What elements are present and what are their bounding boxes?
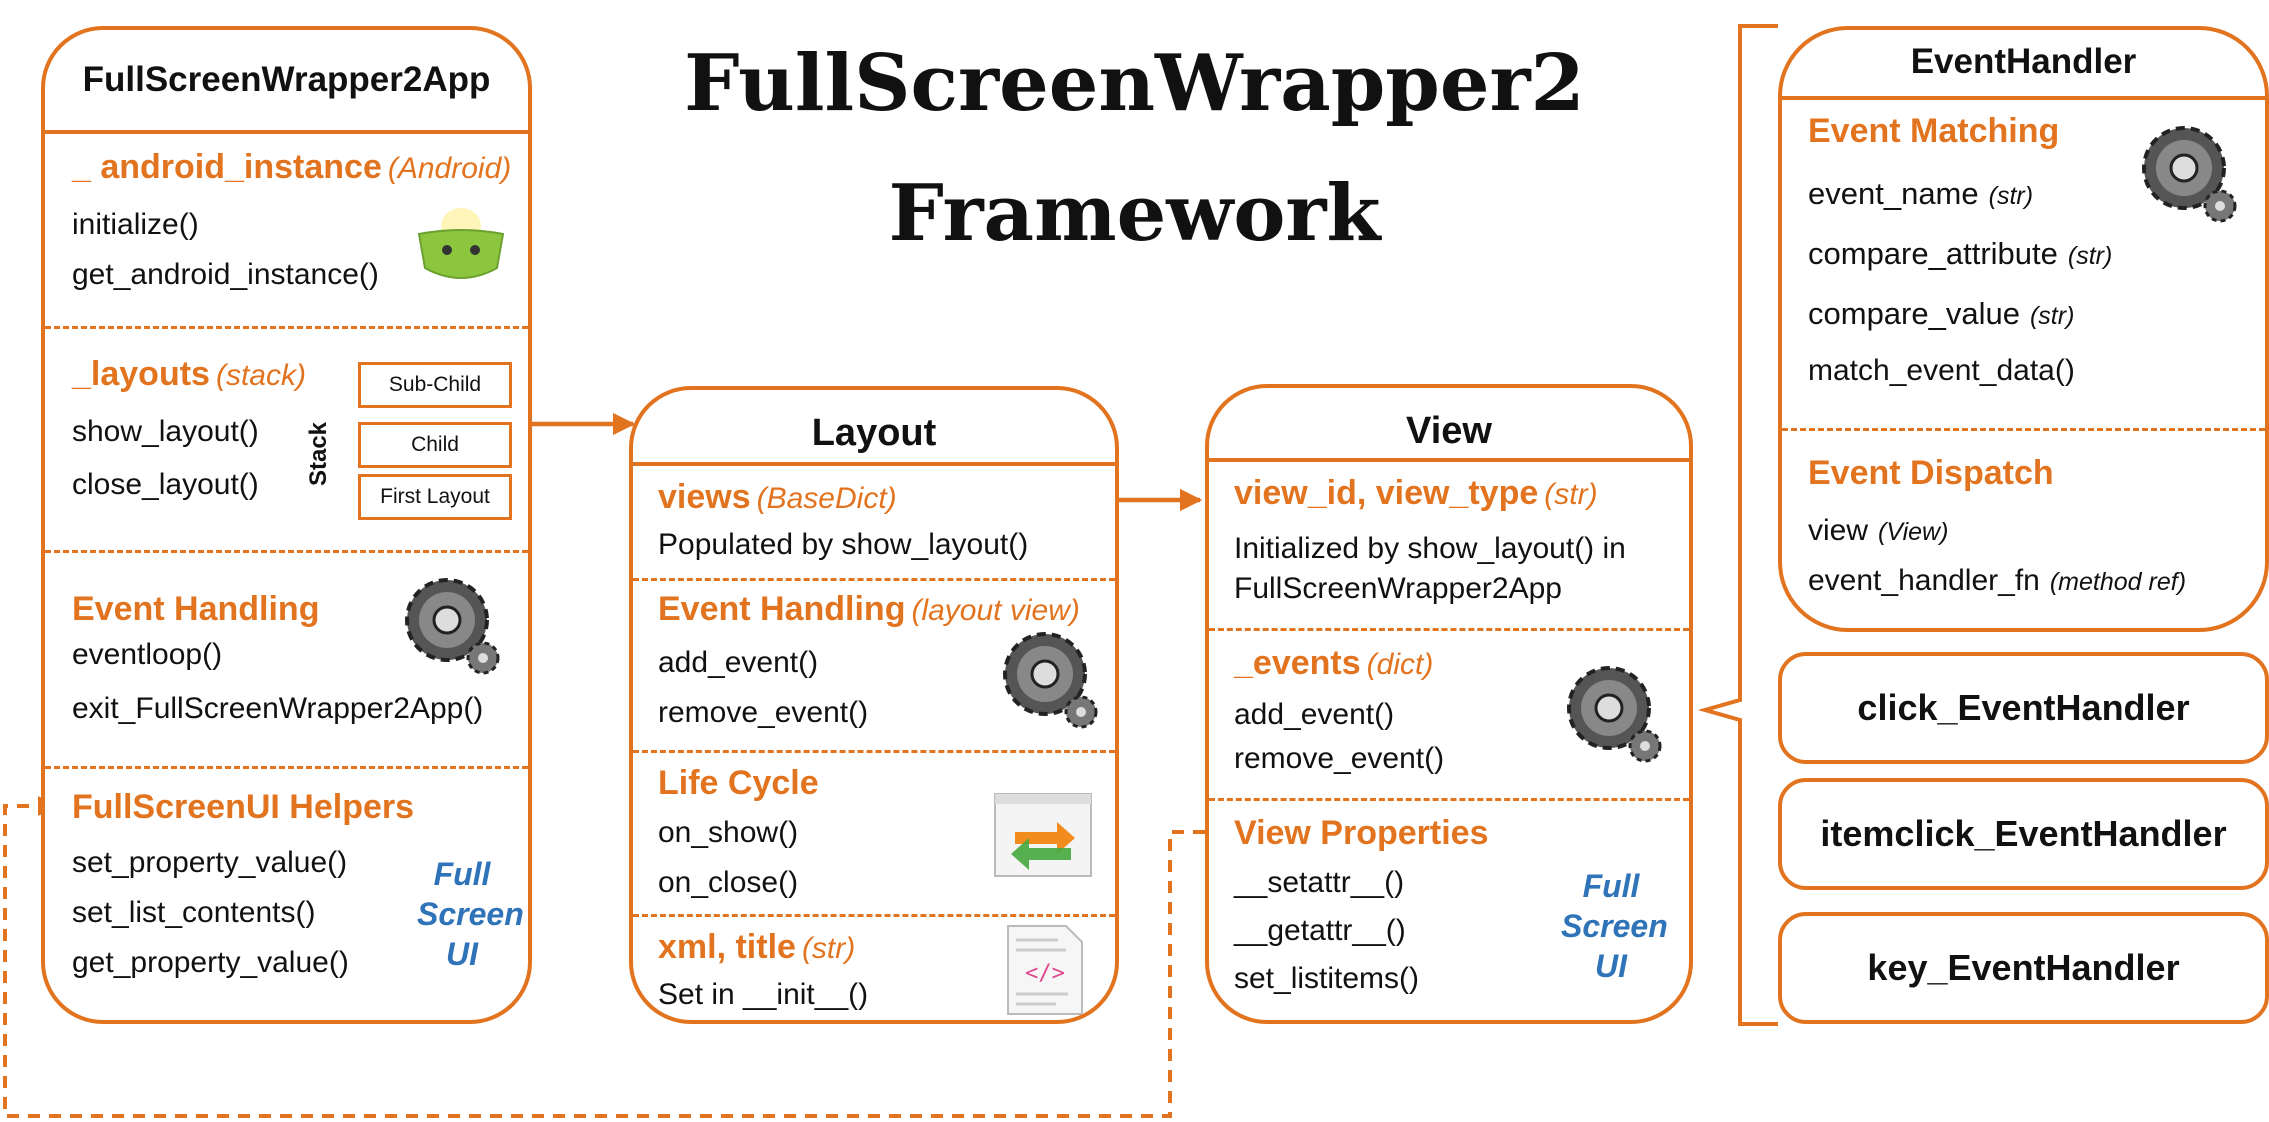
click-eventhandler-box: click_EventHandler xyxy=(1778,652,2269,764)
view-add-event-method: add_event() xyxy=(1234,698,1395,731)
title-line-1: FullScreenWrapper2 xyxy=(684,38,1585,129)
match-event-data-method: match_event_data() xyxy=(1808,354,2075,387)
eventhandler-box: EventHandler Event Matching event_name(s… xyxy=(1778,26,2269,632)
set-listitems-method: set_listitems() xyxy=(1234,962,1420,995)
compare-attribute-field: compare_attribute(str) xyxy=(1808,236,2113,271)
view-title: View xyxy=(1406,410,1492,452)
brace xyxy=(1697,24,1778,1026)
get-property-value-method: get_property_value() xyxy=(72,946,349,979)
xml-title-heading: xml, title(str) xyxy=(658,928,856,966)
gear-icon xyxy=(2142,126,2237,223)
app-event-handling-heading: Event Handling xyxy=(72,590,320,628)
helpers-heading: FullScreenUI Helpers xyxy=(72,788,415,826)
gear-icon xyxy=(1567,666,1662,763)
view-box: View view_id, view_type(str) Initialized… xyxy=(1205,384,1693,1024)
event-dispatch-heading: Event Dispatch xyxy=(1808,454,2054,492)
set-property-value-method: set_property_value() xyxy=(72,846,348,879)
stack-label: Stack xyxy=(305,421,333,487)
app-box: FullScreenWrapper2App _ android_instance… xyxy=(41,26,532,1024)
layout-add-event-method: add_event() xyxy=(658,646,819,679)
stack-cell-first-layout: First Layout xyxy=(358,474,512,520)
android-bowl-icon xyxy=(417,208,505,279)
lifecycle-heading: Life Cycle xyxy=(658,764,819,802)
dashed-helpers-link xyxy=(3,804,1205,1118)
stack-cell-child: Child xyxy=(358,422,512,468)
eventhandler-title: EventHandler xyxy=(1910,42,2137,81)
get-android-instance-method: get_android_instance() xyxy=(72,258,379,291)
layout-event-handling-heading: Event Handling(layout view) xyxy=(658,590,1080,628)
setattr-method: __setattr__() xyxy=(1234,866,1405,899)
event-name-field: event_name(str) xyxy=(1808,176,2034,211)
svg-text:</>: </> xyxy=(1025,961,1065,986)
initialize-method: initialize() xyxy=(72,208,199,241)
initialized-by-text: Initialized by show_layout() in xyxy=(1234,532,1626,565)
close-layout-method: close_layout() xyxy=(72,468,259,501)
layout-box: Layout views(BaseDict) Populated by show… xyxy=(629,386,1119,1024)
refresh-arrows-icon xyxy=(994,793,1092,877)
title-line-2: Framework xyxy=(888,168,1381,259)
gear-icon xyxy=(1003,632,1098,729)
view-events-heading: _events(dict) xyxy=(1234,644,1434,682)
layout-remove-event-method: remove_event() xyxy=(658,696,869,729)
event-matching-heading: Event Matching xyxy=(1808,112,2060,150)
show-layout-method: show_layout() xyxy=(72,415,259,448)
stack-diagram: Sub-Child Child First Layout xyxy=(358,362,512,548)
views-populated-text: Populated by show_layout() xyxy=(658,528,1029,561)
stack-cell-sub-child: Sub-Child xyxy=(358,362,512,408)
views-heading: views(BaseDict) xyxy=(658,478,897,516)
eventloop-method: eventloop() xyxy=(72,638,223,671)
layout-title: Layout xyxy=(811,412,937,454)
app-title: FullScreenWrapper2App xyxy=(82,60,491,99)
android-heading: _ android_instance(Android) xyxy=(72,148,512,186)
itemclick-eventhandler-box: itemclick_EventHandler xyxy=(1778,778,2269,890)
view-remove-event-method: remove_event() xyxy=(1234,742,1445,775)
on-close-method: on_close() xyxy=(658,866,799,899)
view-field: view(View) xyxy=(1808,514,1949,547)
gear-icon xyxy=(405,578,500,675)
initialized-by-text-2: FullScreenWrapper2App xyxy=(1234,572,1562,605)
set-in-init-text: Set in __init__() xyxy=(658,978,869,1011)
xml-document-icon: </> xyxy=(1007,925,1083,1015)
compare-value-field: compare_value(str) xyxy=(1808,296,2075,331)
key-eventhandler-box: key_EventHandler xyxy=(1778,912,2269,1024)
set-list-contents-method: set_list_contents() xyxy=(72,896,316,929)
exit-method: exit_FullScreenWrapper2App() xyxy=(72,692,484,725)
event-handler-fn-field: event_handler_fn(method ref) xyxy=(1808,564,2187,597)
layouts-heading: _layouts(stack) xyxy=(72,355,306,393)
on-show-method: on_show() xyxy=(658,816,799,849)
getattr-method: __getattr__() xyxy=(1234,914,1406,947)
view-id-type-heading: view_id, view_type(str) xyxy=(1234,474,1598,512)
view-properties-heading: View Properties xyxy=(1234,814,1489,852)
